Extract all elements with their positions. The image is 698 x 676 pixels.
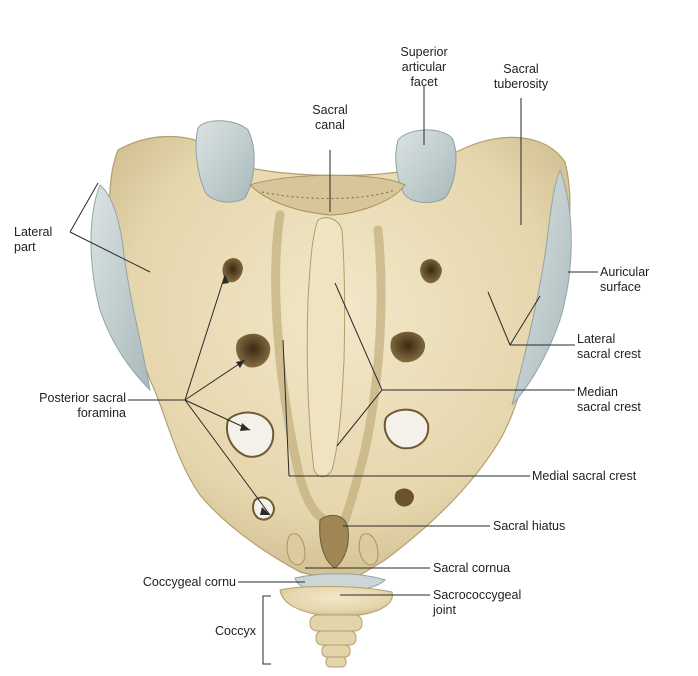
label-lateral-sacral-crest: Lateral sacral crest xyxy=(577,332,641,361)
superior-articular-facet-left xyxy=(195,120,255,203)
sacral-hiatus xyxy=(319,514,349,569)
posterior-foramen-left-1 xyxy=(222,258,243,283)
auricular-surface-left xyxy=(90,184,151,392)
label-coccygeal-cornu: Coccygeal cornu xyxy=(142,575,236,589)
auricular-surface-right xyxy=(511,168,572,406)
label-sacral-tuberosity: Sacral tuberosity xyxy=(493,62,549,91)
posterior-foramen-left-3 xyxy=(226,411,275,458)
posterior-foramen-left-2 xyxy=(236,333,271,368)
posterior-foramen-right-2 xyxy=(390,331,426,363)
label-sacral-hiatus: Sacral hiatus xyxy=(493,519,566,533)
coccyx xyxy=(279,585,393,668)
sacral-canal xyxy=(249,174,406,216)
label-medial-sacral-crest: Medial sacral crest xyxy=(532,469,637,483)
label-superior-articular-facet: Superior articular facet xyxy=(400,45,448,89)
posterior-foramen-right-3 xyxy=(383,408,430,450)
leader-lines xyxy=(69,86,598,665)
label-lateral-part: Lateral part xyxy=(14,225,53,254)
posterior-foramen-right-1 xyxy=(420,259,442,284)
label-sacrococcygeal-joint: Sacrococcygeal joint xyxy=(433,588,522,617)
label-sacral-canal: Sacral canal xyxy=(312,103,348,132)
label-median-sacral-crest: Median sacral crest xyxy=(577,385,641,414)
label-auricular-surface: Auricular surface xyxy=(600,265,650,294)
posterior-foramen-right-4 xyxy=(394,488,414,507)
sacral-cornu-right xyxy=(358,533,379,566)
label-posterior-sacral-foramina: Posterior sacral foramina xyxy=(39,391,126,420)
label-coccyx: Coccyx xyxy=(215,624,256,638)
sacral-cornu-left xyxy=(286,533,306,566)
median-crest-ridge xyxy=(306,217,346,478)
label-sacral-cornua: Sacral cornua xyxy=(433,561,511,575)
superior-articular-facet-right xyxy=(395,129,457,203)
